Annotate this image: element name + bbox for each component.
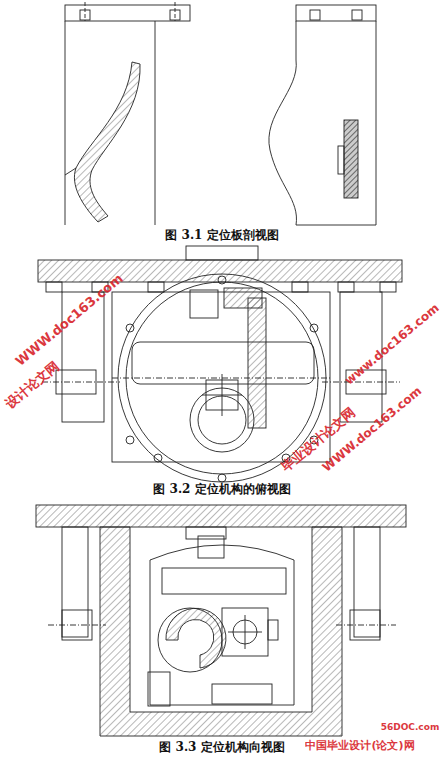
figure-caption: 图 3.2 定位机构的俯视图	[151, 483, 292, 496]
watermark: 毕业设计论文网	[279, 405, 358, 474]
watermark: 中国毕业设计(论文)网	[305, 740, 414, 752]
watermark: WWW.doc163.com	[14, 271, 127, 369]
figure-caption: 图 3.3 定位机构向视图	[157, 741, 286, 754]
figure-caption: 图 3.1 定位板剖视图	[163, 229, 280, 242]
watermark: 设计论文网	[3, 359, 62, 412]
directional-view-mechanism	[36, 505, 406, 736]
watermark: 56DOC.com	[381, 723, 440, 733]
locating-plate-side	[269, 5, 376, 225]
watermark: www.doc163.com	[343, 302, 442, 388]
locating-plate-section	[65, 2, 190, 225]
